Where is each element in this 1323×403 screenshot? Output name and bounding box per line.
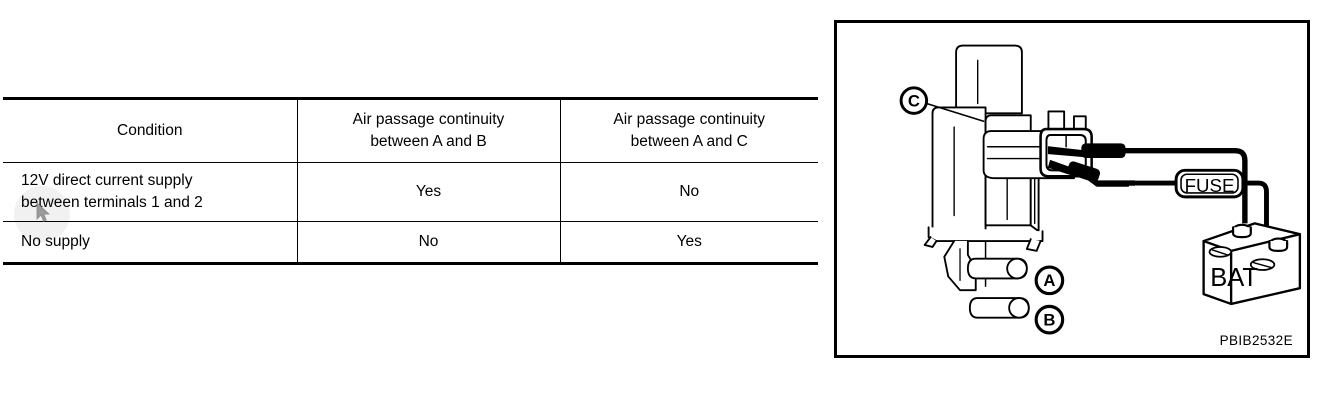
cell-condition: No supply xyxy=(3,221,297,265)
battery-label: BAT xyxy=(1210,264,1258,292)
callout-c: C xyxy=(899,86,929,115)
solenoid-base-flange xyxy=(923,226,1044,287)
cell-condition: 12V direct current supply between termin… xyxy=(3,162,297,222)
cell-continuity-ac: Yes xyxy=(559,221,818,265)
fuse-wiring xyxy=(1130,180,1269,228)
header-continuity-ac-line2: between A and C xyxy=(630,133,748,150)
header-continuity-ac-line1: Air passage continuity xyxy=(613,111,766,128)
table-row: 12V direct current supply between termin… xyxy=(3,162,818,222)
solenoid-upper-cap xyxy=(955,44,1023,115)
header-continuity-ab: Air passage continuity between A and B xyxy=(296,97,560,163)
air-ports xyxy=(943,240,1030,319)
continuity-table: Condition Air passage continuity between… xyxy=(3,97,818,265)
callout-c-label: C xyxy=(908,91,920,110)
test-lead-lower xyxy=(1047,160,1135,187)
header-continuity-ab-line1: Air passage continuity xyxy=(352,111,505,128)
figure-part-number: PBIB2532E xyxy=(1219,333,1293,348)
cell-continuity-ac: No xyxy=(559,162,818,222)
battery-symbol xyxy=(1202,222,1302,306)
cell-continuity-ab: Yes xyxy=(296,162,560,222)
header-condition: Condition xyxy=(3,97,297,163)
solenoid-test-diagram: C A B FUSE BAT xyxy=(899,44,1302,335)
callout-a: A xyxy=(1034,265,1065,296)
fuse-label: FUSE xyxy=(1185,175,1235,196)
table-row: No supply No Yes xyxy=(3,221,818,265)
fuse-symbol xyxy=(1174,168,1245,199)
header-continuity-ac: Air passage continuity between A and C xyxy=(559,97,818,163)
cell-condition-line1: 12V direct current supply xyxy=(21,172,193,189)
callout-b-label: B xyxy=(1043,311,1055,330)
table-header-row: Condition Air passage continuity between… xyxy=(3,97,818,163)
cell-continuity-ab: No xyxy=(296,221,560,265)
callout-leader-c xyxy=(925,102,985,123)
cell-condition-line2: between terminals 1 and 2 xyxy=(21,194,203,211)
figure-panel: C A B FUSE BAT PBIB2532E xyxy=(834,20,1310,358)
test-lead-upper xyxy=(1047,143,1248,224)
callout-b: B xyxy=(1034,304,1065,335)
callout-a-label: A xyxy=(1043,271,1055,290)
header-continuity-ab-line2: between A and B xyxy=(370,133,487,150)
specification-table: Condition Air passage continuity between… xyxy=(3,97,818,265)
